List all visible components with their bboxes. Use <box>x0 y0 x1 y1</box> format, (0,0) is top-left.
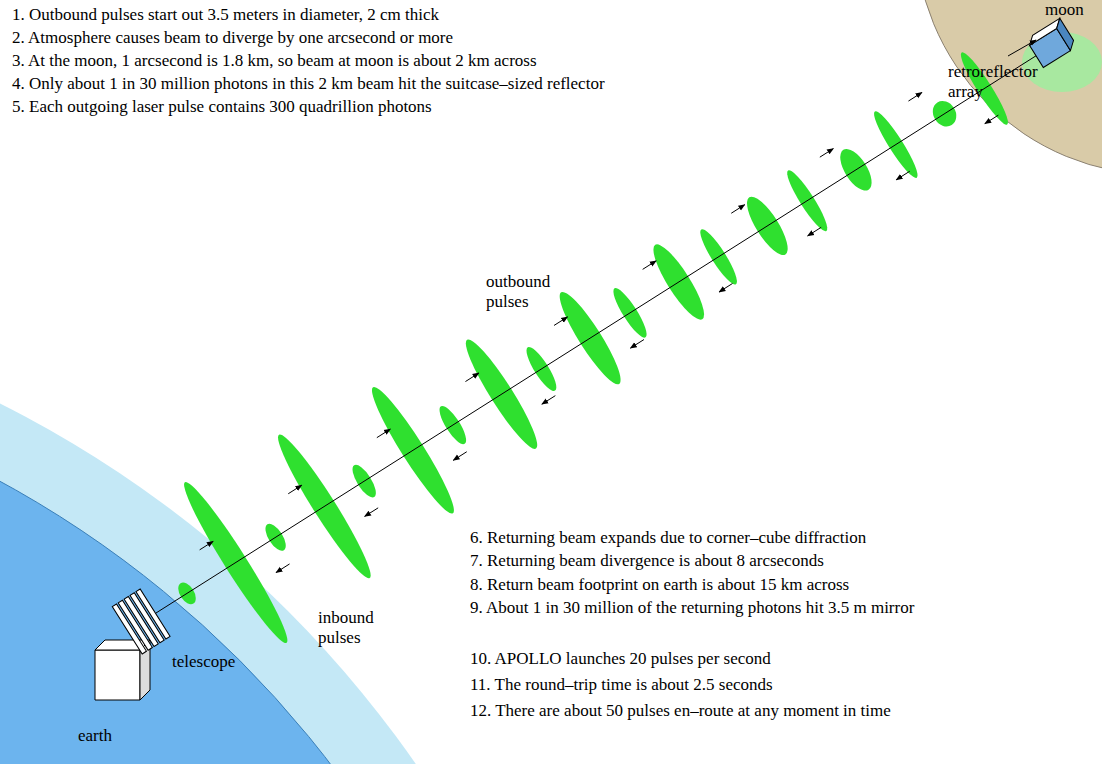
moon-shape <box>915 0 1102 175</box>
direction-arrow <box>731 205 745 214</box>
note-holder: 10. APOLLO launches 20 pulses per second <box>470 649 771 669</box>
note-holder: 11. The round–trip time is about 2.5 sec… <box>470 675 773 695</box>
direction-arrow <box>896 171 910 180</box>
direction-arrow <box>453 452 467 461</box>
direction-arrow <box>377 429 391 438</box>
direction-arrow <box>365 508 379 517</box>
note-holder: 6. Returning beam expands due to corner–… <box>470 528 866 548</box>
direction-arrow <box>200 541 214 550</box>
mount-front <box>95 650 140 700</box>
reflector-top <box>1026 18 1064 45</box>
numbered-note: 10. APOLLO launches 20 pulses per second <box>470 649 771 669</box>
numbered-note: 3. At the moon, 1 arcsecond is 1.8 km, s… <box>12 51 537 71</box>
direction-arrow <box>465 373 479 382</box>
retroreflector <box>1026 18 1077 67</box>
numbered-note: 7. Returning beam divergence is about 8 … <box>470 551 824 571</box>
label-holder: retroreflector array <box>948 62 1066 101</box>
label-holder: outbound pulses <box>486 272 566 311</box>
direction-arrow <box>719 283 733 292</box>
numbered-note: 12. There are about 50 pulses en–route a… <box>470 701 891 721</box>
body-label: moon <box>1045 0 1084 20</box>
label-holder: inbound pulses <box>318 608 398 647</box>
direction-arrow <box>630 340 644 349</box>
direction-arrow <box>643 261 657 270</box>
direction-arrow <box>542 396 556 405</box>
numbered-note: 9. About 1 in 30 million of the returnin… <box>470 598 914 618</box>
numbered-note: 2. Atmosphere causes beam to diverge by … <box>12 28 453 48</box>
direction-arrow <box>288 485 302 494</box>
telescope-tube <box>112 589 170 654</box>
earth-shape <box>0 380 480 764</box>
note-holder: 8. Return beam footprint on earth is abo… <box>470 575 849 595</box>
note-holder: 4. Only about 1 in 30 million photons in… <box>12 74 605 94</box>
note-holder: 7. Returning beam divergence is about 8 … <box>470 551 824 571</box>
note-holder: 1. Outbound pulses start out 3.5 meters … <box>12 5 439 25</box>
numbered-note: 8. Return beam footprint on earth is abo… <box>470 575 849 595</box>
label-holder: telescope <box>172 652 235 672</box>
note-holder: 3. At the moon, 1 arcsecond is 1.8 km, s… <box>12 51 537 71</box>
note-holder: 9. About 1 in 30 million of the returnin… <box>470 598 914 618</box>
leader-arrow <box>1008 40 1036 56</box>
numbered-note: 6. Returning beam expands due to corner–… <box>470 528 866 548</box>
tube-plate <box>136 589 170 639</box>
direction-arrow <box>276 564 290 573</box>
part-label: outbound pulses <box>486 272 566 311</box>
numbered-note: 4. Only about 1 in 30 million photons in… <box>12 74 605 94</box>
note-holder: 5. Each outgoing laser pulse contains 30… <box>12 97 432 117</box>
note-holder: 2. Atmosphere causes beam to diverge by … <box>12 28 453 48</box>
direction-arrow <box>908 92 922 101</box>
reflector-side <box>1053 18 1077 50</box>
numbered-note: 5. Each outgoing laser pulse contains 30… <box>12 97 432 117</box>
part-label: retroreflector array <box>948 62 1066 101</box>
numbered-note: 11. The round–trip time is about 2.5 sec… <box>470 675 773 695</box>
part-label: inbound pulses <box>318 608 398 647</box>
direction-arrow <box>820 149 834 158</box>
note-holder: 12. There are about 50 pulses en–route a… <box>470 701 891 721</box>
direction-arrow <box>808 227 822 236</box>
numbered-note: 1. Outbound pulses start out 3.5 meters … <box>12 5 439 25</box>
direction-arrow <box>985 115 999 124</box>
pulse-group <box>175 49 1013 649</box>
part-label: telescope <box>172 652 235 672</box>
beam-line <box>156 52 1042 613</box>
beam-group <box>156 52 1042 613</box>
body-label: earth <box>78 726 112 746</box>
direction-arrow <box>554 317 568 326</box>
